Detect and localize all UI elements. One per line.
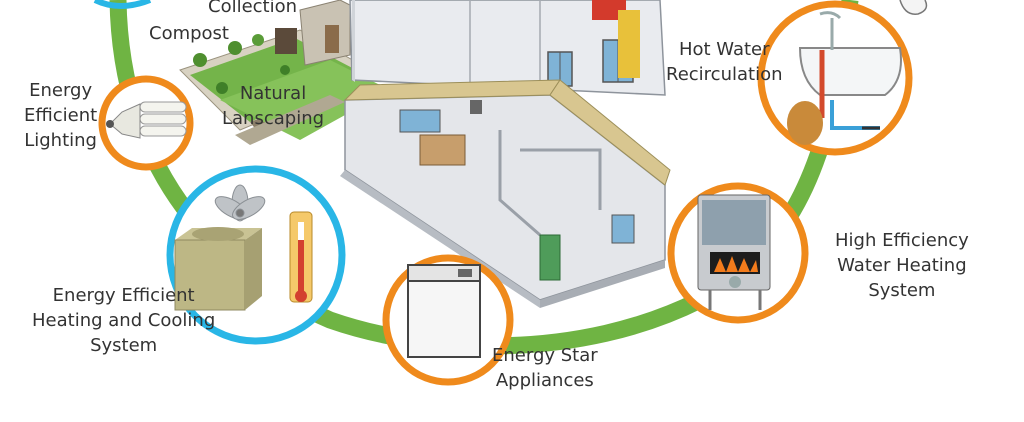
bathtub-icon — [798, 11, 902, 96]
hot-water-label: Hot Water Recirculation — [666, 39, 783, 85]
appliances-node — [382, 254, 514, 386]
hvac-label: Energy Efficient Heating and Cooling Sys… — [32, 285, 216, 356]
hvac-node — [166, 165, 346, 345]
fan-icon — [214, 184, 266, 222]
hot-water-node — [757, 0, 913, 156]
thermometer-icon — [289, 211, 313, 303]
water-heater-icon — [697, 194, 771, 310]
landscaping-label: Natural Lanscaping — [222, 83, 325, 129]
collection-label: Collection — [208, 0, 298, 17]
appliance-icon — [407, 264, 481, 358]
compost-label: Compost — [149, 23, 229, 44]
appliances-label: Energy Star Appliances — [492, 345, 598, 391]
ac-unit-icon — [174, 227, 262, 311]
water-heating-label: High Efficiency Water Heating System — [835, 230, 969, 301]
top-blue-circle-fragment — [93, 0, 152, 9]
light-bulb-icon — [106, 101, 187, 139]
water-heater-node — [667, 182, 809, 324]
top-right-fragment — [899, 0, 928, 15]
lighting-label: Energy Efficient Lighting — [24, 80, 98, 151]
lighting-node — [98, 75, 194, 171]
